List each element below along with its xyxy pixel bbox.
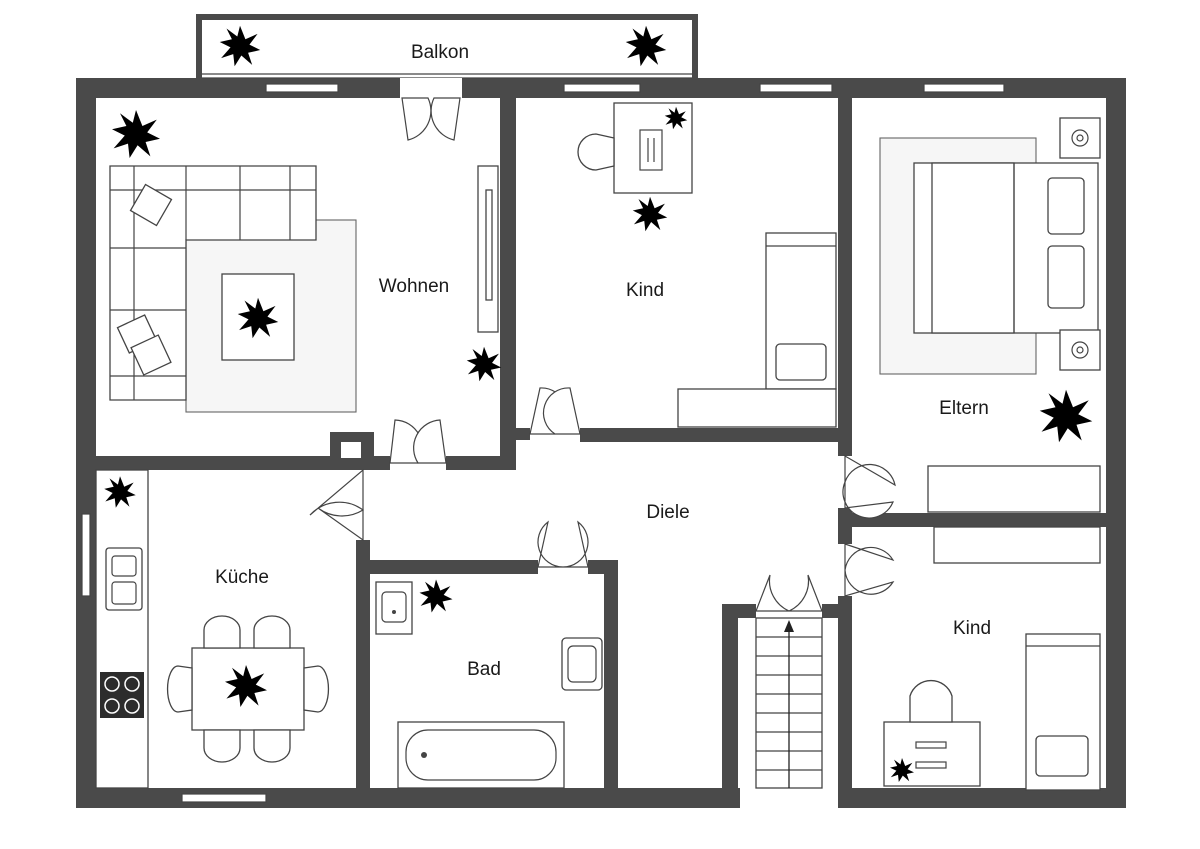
kueche-furniture xyxy=(95,469,330,789)
room-label-kueche: Küche xyxy=(215,567,269,588)
kind-bottom-furniture xyxy=(883,526,1101,791)
bad-furniture xyxy=(375,581,603,789)
plant-icon xyxy=(419,579,453,613)
plant-icon xyxy=(112,110,160,158)
plant-icon xyxy=(632,196,668,232)
windows xyxy=(81,73,1005,803)
interior-walls xyxy=(96,98,1106,808)
eltern-furniture xyxy=(879,117,1101,513)
plant-icon xyxy=(1039,389,1093,443)
room-label-kind-bottom: Kind xyxy=(953,618,991,639)
plant-icon xyxy=(219,25,261,67)
staircase xyxy=(755,617,823,789)
plant-icon xyxy=(625,25,667,67)
balcony xyxy=(196,14,698,78)
doors xyxy=(309,78,896,612)
room-label-kind-top: Kind xyxy=(626,280,664,301)
room-label-wohnen: Wohnen xyxy=(379,276,449,297)
room-label-balkon: Balkon xyxy=(411,42,469,63)
plant-icon xyxy=(466,346,502,382)
room-label-eltern: Eltern xyxy=(939,398,989,419)
kind-top-furniture xyxy=(577,102,837,428)
wohnen-furniture xyxy=(109,165,499,413)
room-label-bad: Bad xyxy=(467,659,501,680)
room-label-diele: Diele xyxy=(646,502,689,523)
